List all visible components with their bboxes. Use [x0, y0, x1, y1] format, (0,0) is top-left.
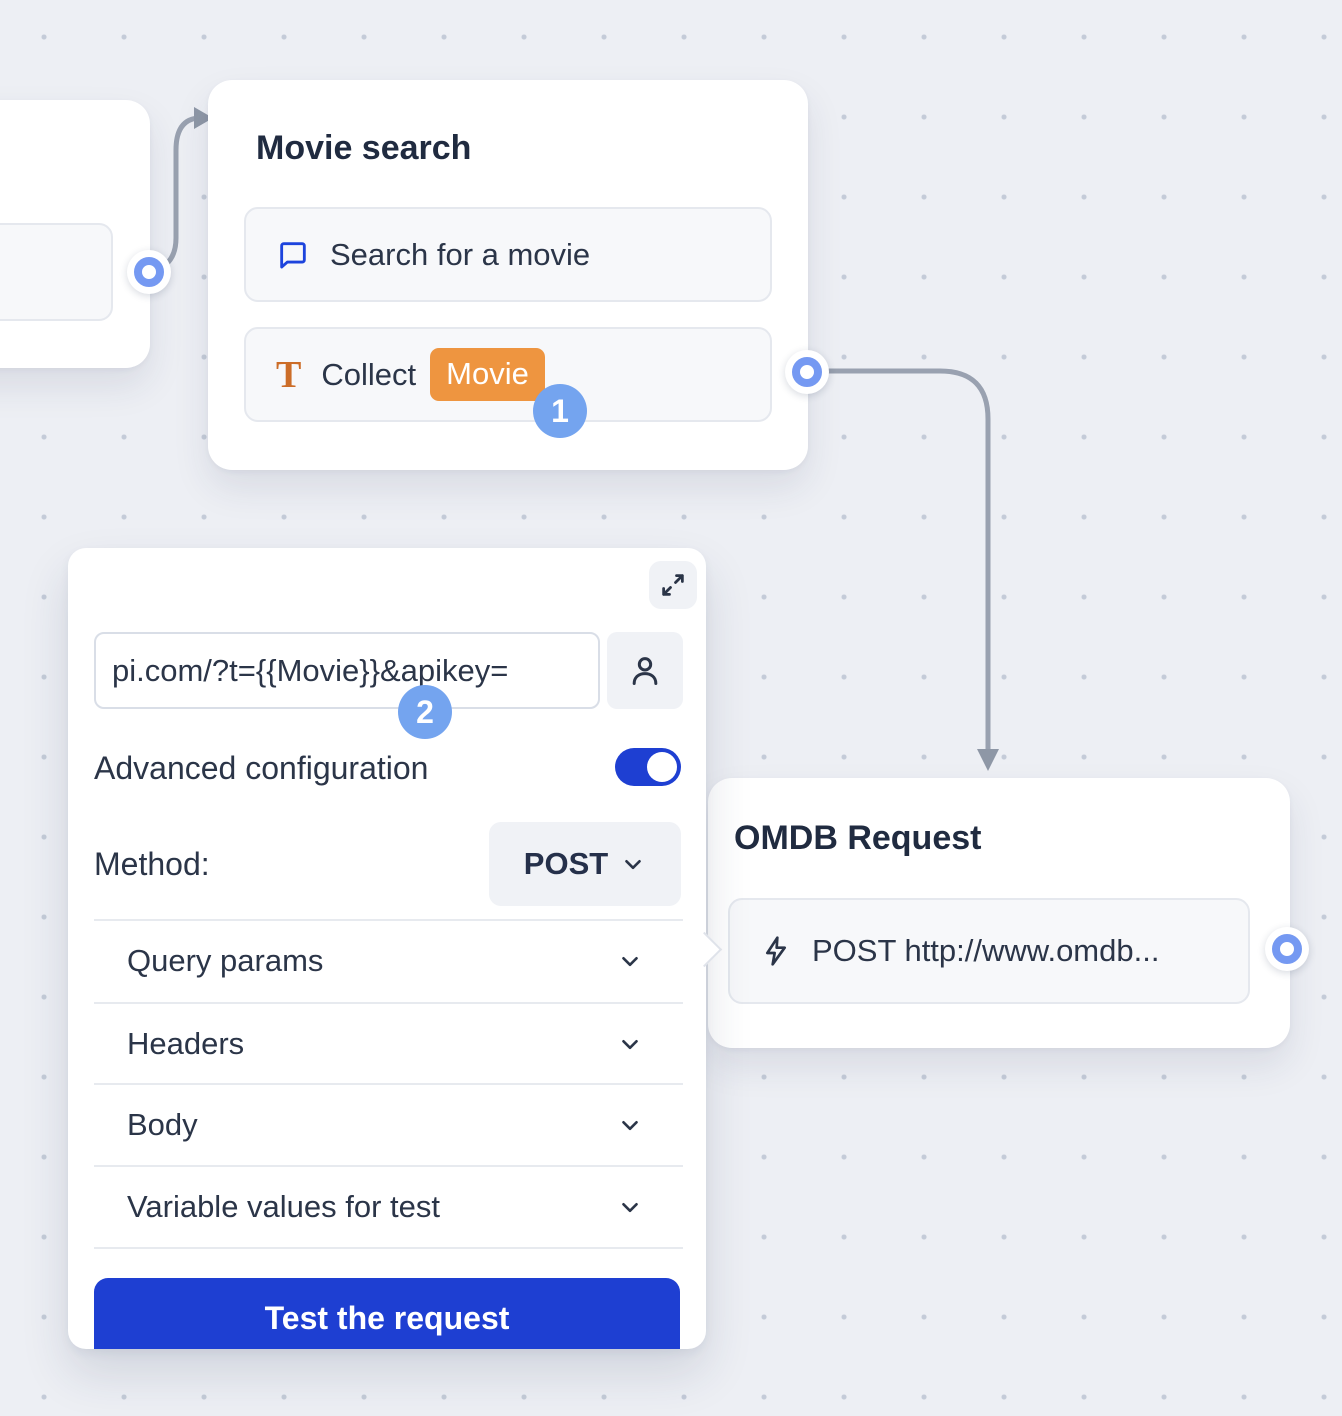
item-label: Collect [321, 356, 417, 392]
person-icon [632, 656, 658, 685]
advanced-configuration-label: Advanced configuration [94, 750, 429, 786]
method-dropdown[interactable]: POST [489, 822, 681, 906]
expand-icon [662, 574, 684, 596]
node-title: OMDB Request [734, 819, 982, 857]
connector-arrowhead-down [977, 749, 999, 771]
lightning-icon [760, 935, 792, 967]
webhook-config-panel[interactable]: pi.com/?t={{Movie}}&apikey= 2 Advanced c… [68, 548, 706, 1349]
section-label: Variable values for test [127, 1189, 441, 1224]
step-badge-2: 2 [398, 685, 452, 739]
divider [94, 919, 683, 921]
text-input-icon: T [276, 353, 302, 396]
chevron-down-icon [622, 1120, 638, 1131]
section-headers[interactable]: Headers [94, 1004, 683, 1084]
method-value: POST [523, 846, 609, 881]
item-label: POST http://www.omdb... [812, 933, 1160, 968]
movie-search-collect-item[interactable]: T Collect Movie [244, 327, 772, 422]
connector-into-omdb [825, 368, 991, 753]
section-body[interactable]: Body [94, 1085, 683, 1165]
section-label: Body [127, 1107, 198, 1142]
output-port-omdb[interactable] [1265, 927, 1309, 971]
variable-badge-movie: Movie [430, 348, 545, 401]
divider [94, 1083, 683, 1085]
node-omdb-request[interactable]: OMDB Request POST http://www.omdb... [708, 778, 1290, 1048]
movie-search-question-item[interactable]: Search for a movie [244, 207, 772, 302]
insert-variable-button[interactable] [607, 632, 683, 709]
url-input[interactable]: pi.com/?t={{Movie}}&apikey= [94, 632, 600, 709]
omdb-request-item[interactable]: POST http://www.omdb... [728, 898, 1250, 1004]
port-ring [134, 257, 164, 287]
divider [94, 1247, 683, 1249]
port-ring [1272, 934, 1302, 964]
step-badge-1: 1 [533, 384, 587, 438]
node-movie-search[interactable]: Movie search Search for a movie T Collec… [208, 80, 808, 470]
port-ring [792, 357, 822, 387]
node-title: Movie search [256, 129, 472, 167]
chevron-down-icon [622, 1202, 638, 1213]
divider [94, 1002, 683, 1004]
divider [94, 1165, 683, 1167]
output-port-movie-search[interactable] [785, 350, 829, 394]
chat-bubble-icon [276, 238, 310, 272]
section-query-params[interactable]: Query params [94, 921, 683, 1001]
partial-block-item[interactable] [0, 223, 113, 321]
chevron-down-icon [622, 1039, 638, 1050]
node-partial-block[interactable] [0, 100, 150, 368]
url-input-value: pi.com/?t={{Movie}}&apikey= [112, 652, 509, 688]
advanced-configuration-toggle[interactable] [615, 748, 681, 786]
section-label: Query params [127, 943, 324, 978]
section-variable-values[interactable]: Variable values for test [94, 1167, 683, 1247]
chevron-down-icon [625, 859, 642, 870]
chevron-down-icon [622, 956, 638, 967]
output-port-partial-block[interactable] [127, 250, 171, 294]
method-label: Method: [94, 846, 210, 882]
connector-arrowhead-right [194, 107, 213, 129]
toggle-knob [647, 752, 677, 782]
expand-button[interactable] [649, 561, 697, 609]
item-label: Search for a movie [330, 236, 591, 272]
test-request-button[interactable]: Test the request [94, 1278, 680, 1349]
connector-into-movie-search [148, 115, 201, 274]
section-label: Headers [127, 1026, 245, 1061]
